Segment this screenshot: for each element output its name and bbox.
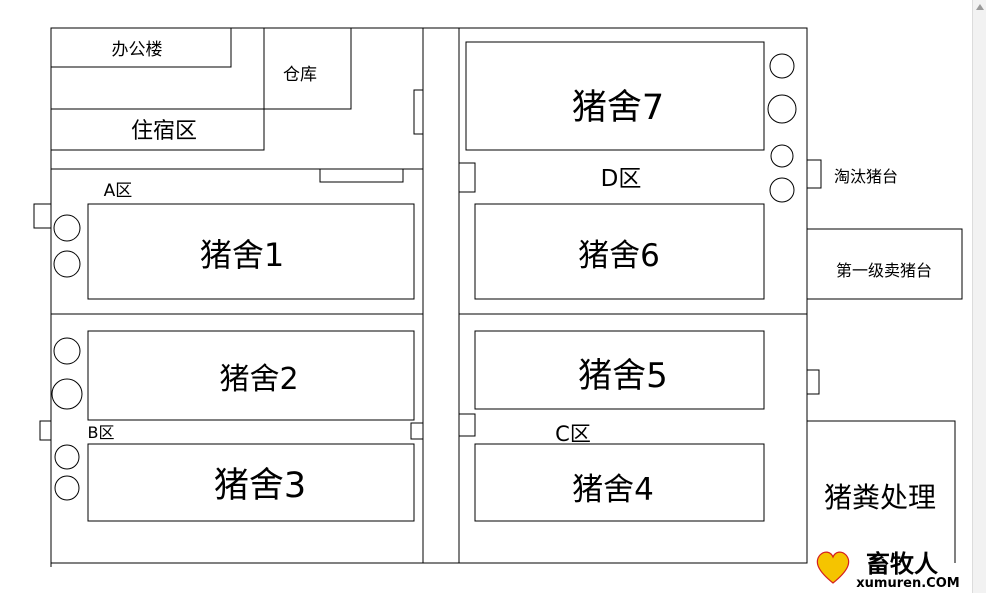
tank-circle	[51, 378, 83, 410]
tank-circle	[769, 53, 795, 79]
tank-circle	[770, 144, 794, 168]
gate-d	[458, 162, 476, 193]
pig-house-3	[87, 443, 415, 522]
tank-circle	[53, 250, 81, 278]
watermark-logo: 畜牧人 xumuren.COM	[816, 550, 960, 591]
tank-circle	[767, 94, 797, 124]
pig-house-6-label: 猪舍6	[578, 238, 660, 274]
gate-cull	[806, 159, 822, 189]
pig-house-5-label: 猪舍5	[578, 356, 668, 396]
pig-house-7-label: 猪舍7	[572, 88, 664, 128]
zone-d-label: D区	[601, 166, 642, 192]
pig-house-2	[87, 330, 415, 421]
gate-a	[33, 203, 52, 229]
tank-circle	[53, 214, 81, 242]
sale-platform-label: 第一级卖猪台	[836, 261, 932, 280]
warehouse-label: 仓库	[283, 65, 317, 85]
manure-area	[807, 420, 956, 563]
zone-b-label: B区	[88, 423, 115, 442]
scroll-up-icon[interactable]	[976, 4, 984, 10]
pig-house-4	[474, 443, 765, 522]
watermark-name: 畜牧人	[866, 550, 938, 578]
dorm-label: 住宿区	[131, 119, 197, 144]
gate-b	[39, 420, 52, 441]
pig-house-4-label: 猪舍4	[572, 472, 654, 508]
gate-corridor-left-top	[413, 89, 424, 135]
tank-circle	[769, 177, 795, 203]
pig-house-3-label: 猪舍3	[214, 466, 306, 506]
manure-label: 猪粪处理	[824, 481, 936, 514]
logo-heart-icon	[816, 551, 850, 584]
pig-house-1-label: 猪舍1	[200, 236, 284, 274]
pig-house-7	[465, 41, 765, 151]
gate-small-left-top	[319, 168, 404, 183]
sale-platform	[806, 228, 963, 300]
tank-circle	[54, 475, 80, 501]
gate-c	[458, 413, 476, 437]
gate-corridor-left-bottom	[410, 422, 424, 440]
vertical-scrollbar[interactable]	[972, 0, 986, 593]
pig-house-5	[474, 330, 765, 410]
tank-circle	[54, 444, 80, 470]
zone-a-label: A区	[104, 181, 133, 201]
pig-house-6	[474, 203, 765, 300]
office-building	[50, 27, 232, 68]
cull-platform-label: 淘汰猪台	[834, 167, 898, 186]
pig-house-1	[87, 203, 415, 300]
gate-sale	[806, 369, 820, 395]
watermark-site: xumuren.COM	[856, 576, 959, 591]
pig-house-2-label: 猪舍2	[219, 362, 298, 397]
tank-circle	[53, 337, 81, 365]
zone-c-label: C区	[555, 422, 591, 446]
office-label: 办公楼	[112, 40, 163, 60]
